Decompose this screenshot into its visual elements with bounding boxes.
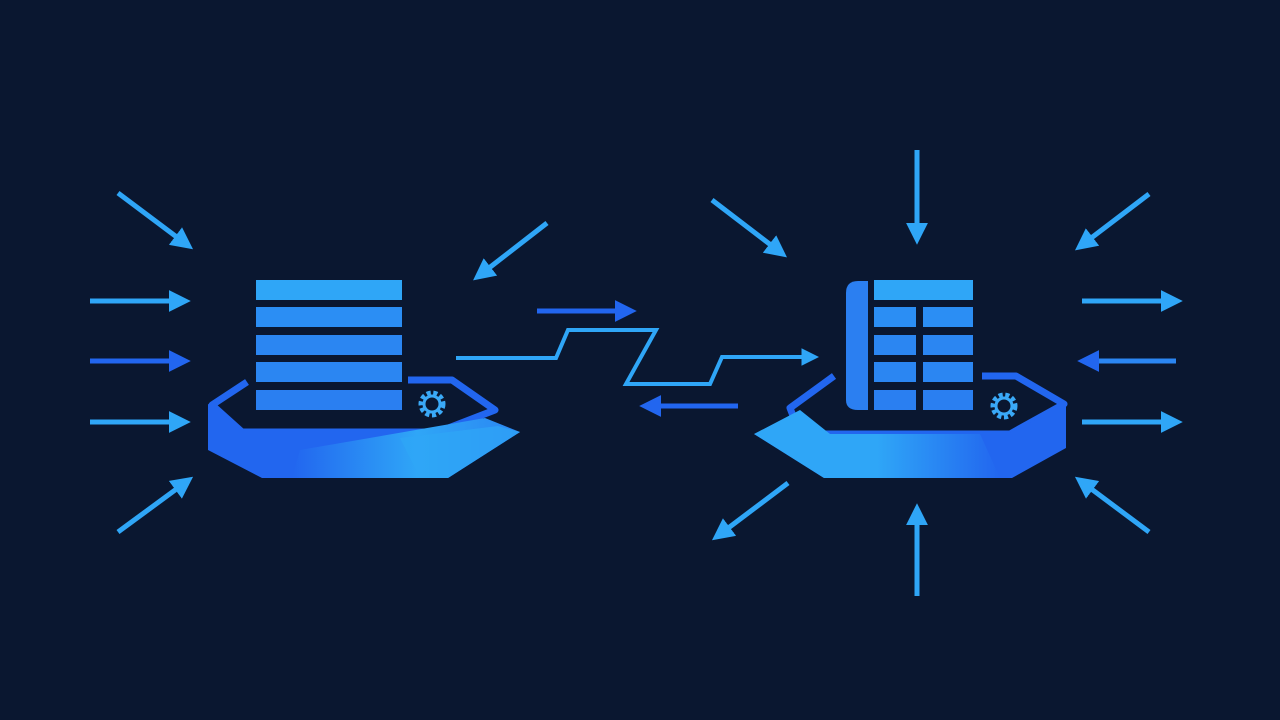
- gear-icon: [418, 390, 446, 418]
- arrow-in-top-right-right: [1074, 192, 1151, 251]
- right-surrounding-arrows: [710, 150, 1183, 596]
- gear-icon-right: [990, 392, 1018, 420]
- tray-platform-icon-right: [754, 372, 1068, 478]
- arrow-in-top-right: [473, 221, 549, 281]
- arrow-in-bottom-left: [116, 476, 194, 535]
- grid-table-icon: [874, 280, 973, 410]
- right-node: [754, 280, 1068, 478]
- arrow-in-top-left-right: [710, 198, 787, 258]
- left-node: [208, 280, 520, 478]
- arrow-in-bottom-right: [1074, 476, 1151, 535]
- zigzag-connector-arrow: [456, 328, 820, 386]
- left-inbound-arrows: [90, 191, 549, 535]
- arrow-in-top-left: [116, 191, 194, 250]
- tray-platform-icon: [208, 376, 520, 478]
- stacked-bars-icon: [256, 280, 402, 410]
- arrow-out-bottom-left: [711, 481, 790, 541]
- connections: [456, 299, 820, 418]
- grid-side-panel: [846, 281, 868, 410]
